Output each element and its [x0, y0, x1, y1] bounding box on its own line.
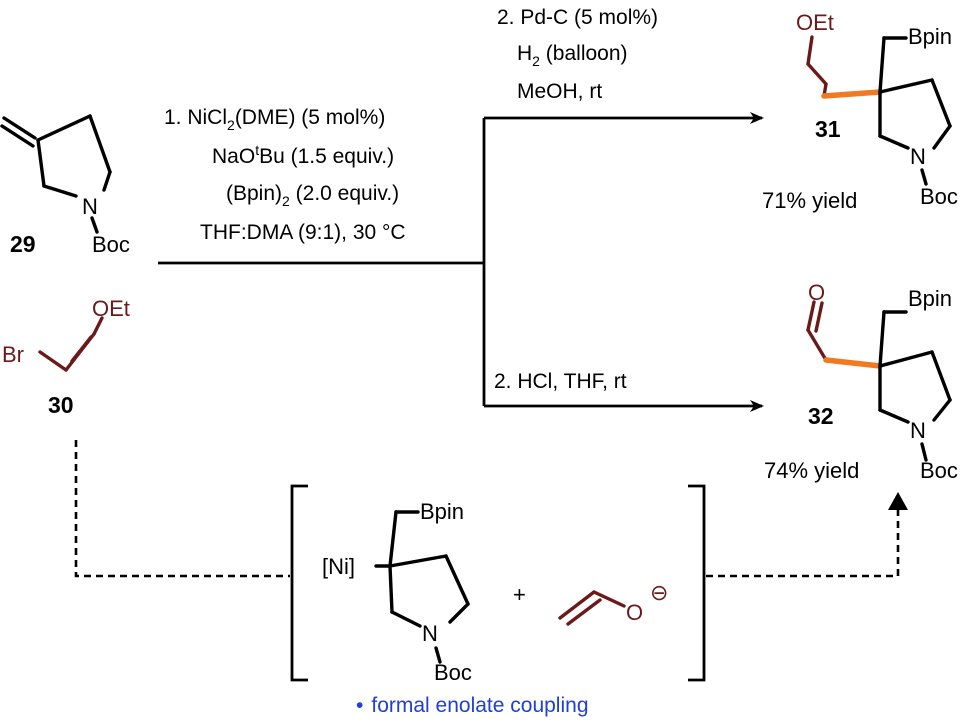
enolate-negative-charge: ⊖	[650, 580, 668, 605]
ni-intermediate-structure: [Ni] Bpin N Boc	[322, 499, 472, 685]
left-bracket	[290, 484, 308, 682]
compound-31-bpin: Bpin	[908, 24, 952, 49]
compound-30-label: 30	[48, 392, 74, 418]
compound-31-yield: 71% yield	[762, 188, 857, 213]
reaction-arrows	[158, 112, 764, 412]
enolate-fragment: O ⊖	[558, 580, 668, 626]
compound-32-label: 32	[808, 403, 834, 429]
compound-32-structure: O Bpin N Boc	[806, 280, 958, 483]
svg-text:2. Pd-C (5 mol%): 2. Pd-C (5 mol%)	[497, 6, 658, 29]
compound-31-oet: OEt	[796, 10, 834, 35]
ni-intermediate-n-atom: N	[422, 621, 438, 646]
compound-29-structure: N Boc	[0, 114, 130, 257]
formal-enolate-coupling-note: •formal enolate coupling	[356, 694, 589, 717]
svg-text:NaOtBu (1.5 equiv.): NaOtBu (1.5 equiv.)	[212, 142, 394, 168]
compound-32-bpin: Bpin	[908, 286, 952, 311]
step1-conditions: 1. NiCl2(DME) (5 mol%) NaOtBu (1.5 equiv…	[164, 106, 406, 244]
step2-lower-conditions: 2. HCl, THF, rt	[494, 370, 627, 393]
ni-intermediate-bpin: Bpin	[420, 499, 464, 524]
svg-text:(Bpin)2 (2.0 equiv.): (Bpin)2 (2.0 equiv.)	[226, 182, 399, 209]
enolate-oxygen: O	[626, 600, 643, 625]
compound-30-structure: Br OEt	[2, 296, 130, 372]
compound-32-carbonyl-o: O	[808, 280, 825, 305]
svg-text:1. NiCl2(DME) (5 mol%): 1. NiCl2(DME) (5 mol%)	[164, 106, 385, 133]
compound-29-n-atom: N	[82, 194, 98, 219]
dashed-connectors	[74, 440, 908, 578]
compound-32-boc: Boc	[920, 458, 958, 483]
svg-text:H2 (balloon): H2 (balloon)	[517, 42, 628, 69]
step2-upper-conditions: 2. Pd-C (5 mol%) H2 (balloon) MeOH, rt	[497, 6, 658, 103]
compound-31-n-atom: N	[910, 144, 926, 169]
compound-30-oet: OEt	[92, 296, 130, 321]
compound-29-boc: Boc	[92, 232, 130, 257]
compound-29-label: 29	[10, 231, 36, 257]
svg-text:THF:DMA (9:1), 30 °C: THF:DMA (9:1), 30 °C	[200, 221, 406, 244]
svg-text:MeOH, rt: MeOH, rt	[517, 80, 602, 103]
compound-31-structure: OEt Bpin N Boc	[796, 10, 958, 209]
compound-31-boc: Boc	[920, 184, 958, 209]
compound-32-n-atom: N	[910, 418, 926, 443]
compound-32-yield: 74% yield	[764, 458, 859, 483]
compound-30-br: Br	[2, 342, 24, 367]
ni-intermediate-boc: Boc	[434, 660, 472, 685]
plus-sign: +	[513, 582, 526, 607]
ni-metal-label: [Ni]	[322, 554, 355, 579]
right-bracket	[688, 484, 706, 682]
compound-31-label: 31	[815, 116, 841, 142]
